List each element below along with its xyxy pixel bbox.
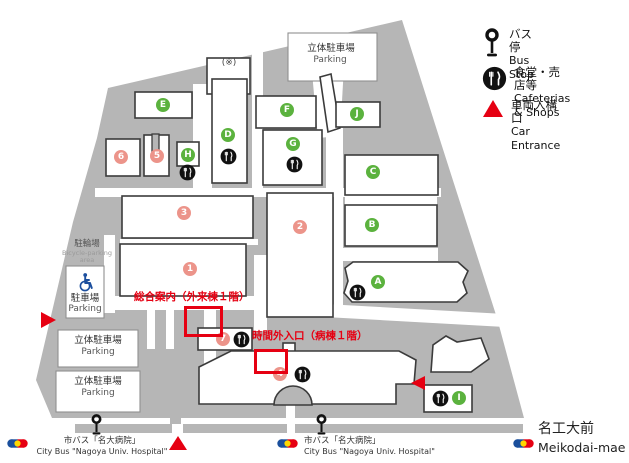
cafeteria-icon xyxy=(220,148,237,165)
building-marker-1: 1 xyxy=(183,262,197,276)
cafeteria-icon xyxy=(179,164,196,181)
parking-bot-jp: 立体駐車場 xyxy=(74,376,122,387)
building-boot xyxy=(430,335,490,373)
bus-stop-icon xyxy=(314,414,329,436)
jikangai-annotation: 時間外入口（病棟１階） xyxy=(252,330,368,342)
building-2 xyxy=(266,192,334,318)
building-marker-J: J xyxy=(350,107,364,121)
building-marker-3: 3 xyxy=(177,206,191,220)
building-C xyxy=(344,154,439,196)
legend-bus-stop-en: Bus Stop xyxy=(509,54,535,81)
parking-wheel-en: Parking xyxy=(68,304,102,314)
wheelchair-icon xyxy=(78,273,95,293)
meikodai-jp: 名工大前 xyxy=(538,421,594,437)
parking-deck-mid xyxy=(57,329,139,368)
busstop-left-jp: 市バス「名大病院」 xyxy=(63,436,141,446)
parking-mid-en: Parking xyxy=(81,347,115,357)
cafeteria-icon xyxy=(349,284,366,301)
meikodai-en: Meikodai-mae xyxy=(538,440,626,455)
building-B xyxy=(344,204,438,247)
building-marker-6: 6 xyxy=(114,150,128,164)
car-entrance-triangle xyxy=(411,376,425,390)
building-marker-G: G xyxy=(286,137,300,151)
building-4-rotunda xyxy=(273,385,313,406)
cafeteria-icon xyxy=(482,66,507,91)
building-marker-B: B xyxy=(365,218,379,232)
cafeteria-icon xyxy=(286,156,303,173)
building-marker-2: 2 xyxy=(293,220,307,234)
parking-wheel-jp: 駐車場 xyxy=(70,293,100,304)
entrance-highlight-box xyxy=(184,306,223,337)
busstop-left-en: City Bus "Nagoya Univ. Hospital" xyxy=(36,447,168,456)
building-A xyxy=(343,261,469,303)
road-connector xyxy=(170,410,181,426)
building-marker-A: A xyxy=(371,275,385,289)
bicycle-en2: area xyxy=(79,256,95,264)
city-bus-logo xyxy=(7,439,28,448)
cafeteria-icon xyxy=(233,331,250,348)
city-bus-logo xyxy=(277,439,298,448)
bus-stop-icon xyxy=(482,28,502,59)
parking-deck-bottom xyxy=(55,370,141,413)
legend-car-entrance-en: Car Entrance xyxy=(511,125,561,152)
cafeteria-icon xyxy=(432,390,449,407)
legend-row-cafeteria: 食堂・売店等 Cafeterias & Shops xyxy=(482,65,571,119)
bicycle-en1: Bicycle-parking xyxy=(61,249,113,257)
building-marker-5: 5 xyxy=(150,149,164,163)
legend-cafeteria-jp: 食堂・売店等 xyxy=(514,65,560,93)
legend-row-car-entrance: 車両入構口 Car Entrance xyxy=(482,98,564,152)
building-marker-F: F xyxy=(280,103,294,117)
bicycle-jp: 駐輪場 xyxy=(74,239,100,249)
bottom-road xyxy=(75,424,523,433)
legend-row-bus-stop: バス停 Bus Stop xyxy=(482,27,540,81)
legend-car-entrance-jp: 車両入構口 xyxy=(511,98,557,126)
building-diagonal xyxy=(319,72,341,134)
building-marker-E: E xyxy=(156,98,170,112)
cafeteria-icon xyxy=(294,366,311,383)
sogo-annotation: 総合案内（外来棟１階） xyxy=(134,291,250,303)
legend-bus-stop-jp: バス停 xyxy=(509,27,532,55)
building-marker-I: I xyxy=(452,391,466,405)
parking-mid-jp: 立体駐車場 xyxy=(74,335,122,346)
rooftop-mark: (※) xyxy=(221,58,237,68)
busstop-mid-jp: 市バス「名大病院」 xyxy=(304,436,381,446)
entrance-highlight-box xyxy=(254,349,288,374)
parking-bot-en: Parking xyxy=(81,388,115,398)
parking-top-jp: 立体駐車場 xyxy=(307,43,355,54)
busstop-mid-en: City Bus "Nagoya Univ. Hospital" xyxy=(304,447,435,456)
parking-top-en: Parking xyxy=(313,55,347,65)
legend-cafeteria-en: Cafeterias & Shops xyxy=(514,92,571,119)
bus-stop-icon xyxy=(89,414,104,436)
building-marker-D: D xyxy=(221,128,235,142)
city-bus-logo xyxy=(513,439,534,448)
car-entrance-triangle xyxy=(169,436,187,450)
car-entrance-icon xyxy=(482,99,504,118)
car-entrance-triangle xyxy=(41,312,56,328)
building-marker-C: C xyxy=(366,165,380,179)
building-marker-H: H xyxy=(181,148,195,162)
